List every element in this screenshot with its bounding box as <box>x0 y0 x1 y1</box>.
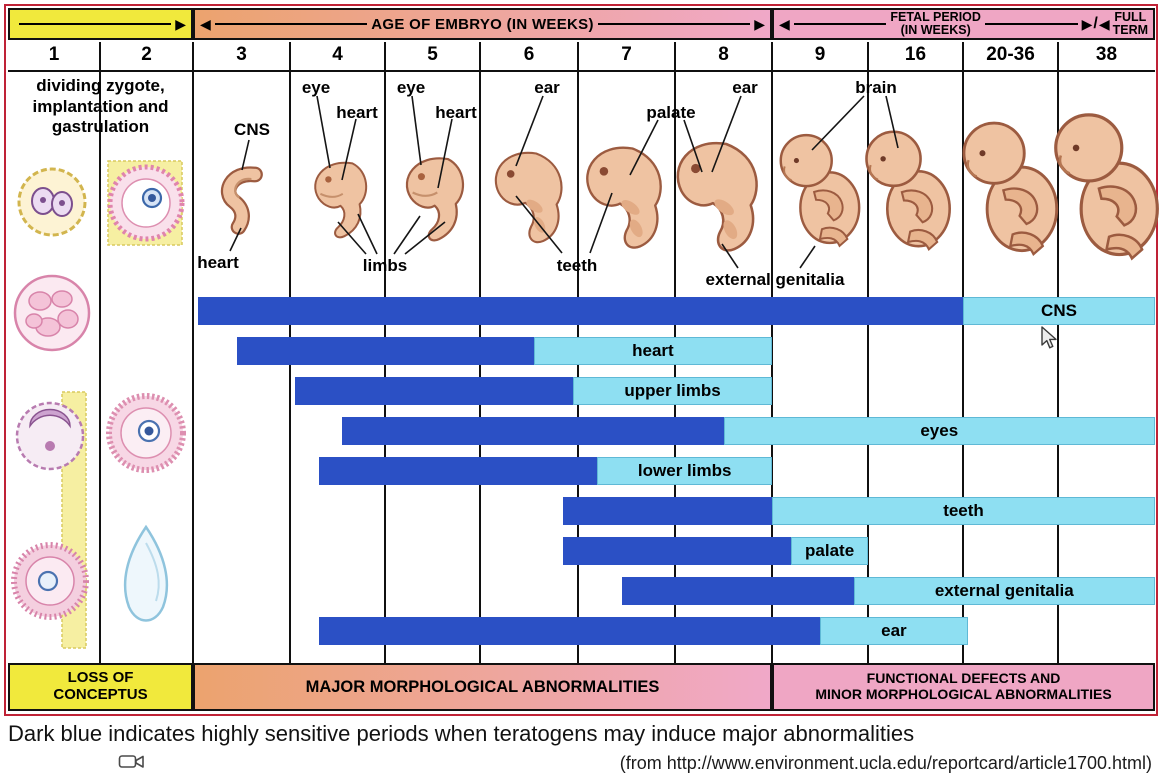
functional-line2: MINOR MORPHOLOGICAL ABNORMALITIES <box>815 686 1112 702</box>
week-label-3: 3 <box>236 44 247 65</box>
bar-label-CNS: CNS <box>1041 301 1077 320</box>
bar-label-upper-limbs: upper limbs <box>624 381 721 400</box>
week-label-16: 16 <box>904 44 927 65</box>
annotation-top-1: eye <box>301 78 331 97</box>
bar-label-external-genitalia: external genitalia <box>934 581 1074 600</box>
fetal-period-label: FETAL PERIOD (IN WEEKS) <box>890 9 981 37</box>
arrow-right-icon: ▶ <box>754 16 766 32</box>
bar-palate-sensitive <box>563 537 792 565</box>
week-label-38: 38 <box>1095 44 1118 65</box>
bar-lower-limbs-less-sensitive <box>597 457 772 485</box>
bar-label-heart: heart <box>632 341 674 360</box>
bar-CNS-sensitive <box>197 297 963 325</box>
full-term-line2: TERM <box>1112 23 1149 37</box>
arrow-line <box>984 22 1078 26</box>
bar-upper-limbs-less-sensitive <box>573 377 772 405</box>
legend-caption: Dark blue indicates highly sensitive per… <box>8 721 915 746</box>
annotation-bottom-1: limbs <box>362 256 408 275</box>
arrow-line <box>597 22 751 26</box>
week-row-underline <box>8 70 1155 72</box>
stage-description-line2: implantation and <box>32 96 169 116</box>
source-attribution: (from http://www.environment.ucla.edu/re… <box>619 753 1152 773</box>
functional-defects-band: FUNCTIONAL DEFECTS AND MINOR MORPHOLOGIC… <box>772 663 1155 711</box>
week-label-2: 2 <box>141 44 152 65</box>
bar-palate-less-sensitive <box>791 537 868 565</box>
bar-label-teeth: teeth <box>943 501 984 520</box>
loss-line2: CONCEPTUS <box>53 686 148 703</box>
annotation-top-8: brain <box>855 78 897 97</box>
stage-description: dividing zygote, implantation and gastru… <box>8 76 193 138</box>
band-separator: / <box>1093 15 1098 32</box>
arrow-line <box>793 22 887 26</box>
fetal-period-band: ◀ FETAL PERIOD (IN WEEKS) ▶ / ◀ FULL TER… <box>772 8 1155 40</box>
week-label-4: 4 <box>332 44 343 65</box>
bar-teeth-sensitive <box>563 497 772 525</box>
annotation-top-0: CNS <box>234 120 270 139</box>
bar-eyes-less-sensitive <box>723 417 1155 445</box>
weeks-1-2-arrow-band: ▶ <box>8 8 193 40</box>
annotation-bottom-3: external genitalia <box>705 270 845 289</box>
fetal-period-line2: (IN WEEKS) <box>900 23 971 37</box>
column-gridline <box>192 42 194 663</box>
age-of-embryo-label: AGE OF EMBRYO (IN WEEKS) <box>371 15 594 33</box>
stage-description-line1: dividing zygote, <box>36 76 165 95</box>
bar-CNS-less-sensitive <box>963 297 1155 325</box>
video-camera-icon <box>118 755 144 768</box>
arrow-left-icon: ◀ <box>200 16 211 32</box>
arrow-line <box>214 22 368 26</box>
bar-external-genitalia-sensitive <box>621 577 854 605</box>
column-gridline <box>771 42 773 663</box>
bar-heart-less-sensitive <box>533 337 772 365</box>
full-term-label: FULL TERM <box>1112 9 1149 37</box>
annotation-top-6: palate <box>646 103 696 122</box>
bar-label-eyes: eyes <box>920 421 959 440</box>
annotation-top-3: eye <box>396 78 426 97</box>
bar-ear-less-sensitive <box>820 617 968 645</box>
arrow-right-icon: ▶ <box>175 16 186 32</box>
stage-description-line3: gastrulation <box>51 117 150 137</box>
fetal-period-line1: FETAL PERIOD <box>890 9 981 24</box>
bar-upper-limbs-sensitive <box>294 377 574 405</box>
bar-heart-sensitive <box>236 337 534 365</box>
week-label-6: 6 <box>523 44 535 65</box>
week-label-8: 8 <box>718 44 729 65</box>
bar-external-genitalia-less-sensitive <box>853 577 1155 605</box>
annotation-top-5: ear <box>534 78 560 97</box>
annotation-top-2: heart <box>336 103 378 122</box>
week-label-1: 1 <box>48 44 60 65</box>
annotation-top-4: heart <box>435 103 477 122</box>
full-term-line1: FULL <box>1114 9 1147 24</box>
column-gridline <box>867 42 869 663</box>
loss-line1: LOSS OF <box>67 669 134 687</box>
column-gridline <box>962 42 964 663</box>
bar-label-lower-limbs: lower limbs <box>637 461 732 480</box>
week-label-9: 9 <box>814 44 826 65</box>
functional-line1: FUNCTIONAL DEFECTS AND <box>866 670 1061 687</box>
week-label-5: 5 <box>427 44 438 65</box>
arrow-left-icon: ◀ <box>1098 16 1110 32</box>
bar-label-ear: ear <box>881 621 907 640</box>
age-of-embryo-band: ◀ AGE OF EMBRYO (IN WEEKS) ▶ <box>193 8 772 40</box>
annotation-top-7: ear <box>732 78 758 97</box>
week-label-7: 7 <box>621 44 632 65</box>
major-abnormalities-band: MAJOR MORPHOLOGICAL ABNORMALITIES <box>193 663 772 711</box>
loss-of-conceptus-band: LOSS OF CONCEPTUS <box>8 663 193 711</box>
bar-teeth-less-sensitive <box>772 497 1155 525</box>
bar-eyes-sensitive <box>342 417 724 445</box>
mouse-cursor <box>1041 326 1057 349</box>
annotation-bottom-2: teeth <box>556 256 598 275</box>
bar-ear-sensitive <box>318 617 820 645</box>
arrow-line <box>19 22 172 26</box>
diagram-frame <box>4 4 1158 716</box>
week-label-20-36: 20-36 <box>986 44 1035 65</box>
arrow-right-icon: ▶ <box>1081 16 1093 32</box>
annotation-bottom-0: heart <box>197 253 239 272</box>
column-gridline <box>99 42 101 663</box>
bar-label-palate: palate <box>805 541 855 560</box>
major-abnormalities-label: MAJOR MORPHOLOGICAL ABNORMALITIES <box>305 677 660 696</box>
bar-lower-limbs-sensitive <box>318 457 598 485</box>
column-gridline <box>1057 42 1059 663</box>
arrow-left-icon: ◀ <box>779 16 790 32</box>
